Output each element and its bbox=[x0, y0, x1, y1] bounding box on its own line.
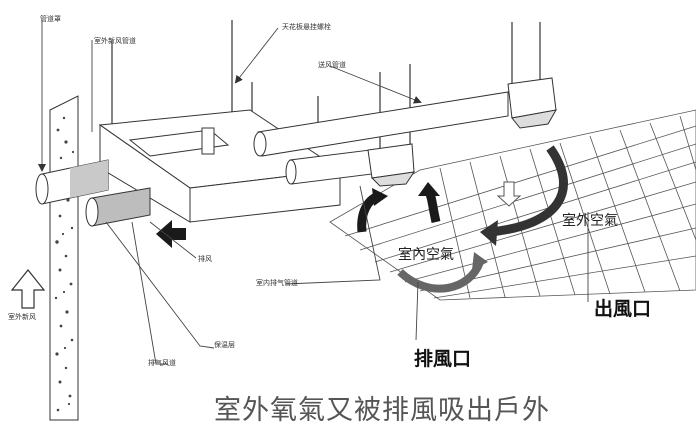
label-outdoor-fresh-air: 室外新风 bbox=[8, 313, 36, 321]
fresh-air-duct bbox=[35, 159, 109, 205]
exhaust-duct bbox=[85, 187, 151, 227]
label-exhaust-outlet: 排風口 bbox=[414, 348, 472, 370]
label-indoor-exhaust-duct: 室内排气管道 bbox=[256, 279, 298, 287]
label-indoor-air: 室內空氣 bbox=[398, 247, 454, 263]
ceiling-grid bbox=[329, 109, 696, 301]
label-exhaust-air-duct: 排气风道 bbox=[148, 359, 176, 367]
fresh-air-up-arrow bbox=[10, 269, 46, 309]
leader-lines bbox=[38, 20, 589, 365]
label-insulation: 保温层 bbox=[214, 341, 235, 349]
label-outdoor-fresh-air-duct: 室外新风管道 bbox=[94, 37, 136, 45]
label-outdoor-air: 室外空氣 bbox=[562, 213, 618, 229]
exterior-wall bbox=[49, 95, 79, 421]
airflow-arrows bbox=[357, 145, 568, 293]
label-ceiling-bolt: 天花板悬挂螺栓 bbox=[282, 23, 331, 31]
label-exhaust: 排风 bbox=[198, 255, 212, 263]
exhaust-arrow bbox=[156, 220, 186, 248]
label-supply-outlet: 出風口 bbox=[594, 298, 652, 320]
indoor-exhaust-duct bbox=[285, 143, 416, 187]
label-top-left: 管道罩 bbox=[40, 15, 61, 23]
diagram-caption: 室外氧氣又被排風吸出戶外 bbox=[214, 395, 550, 426]
supply-duct bbox=[253, 77, 557, 157]
label-supply-duct: 送风管道 bbox=[318, 61, 346, 69]
